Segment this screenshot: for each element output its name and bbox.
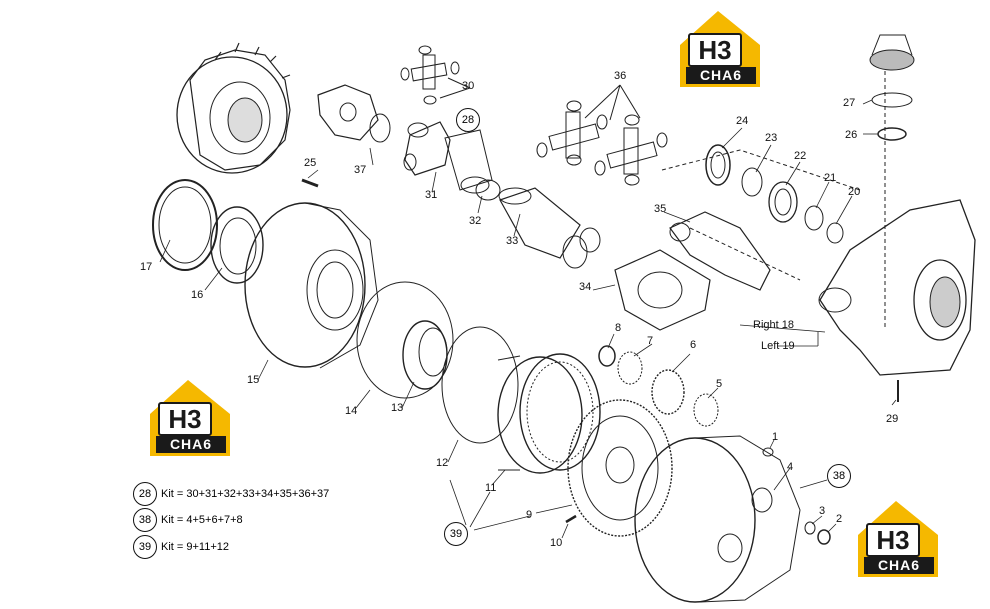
bolt-25 bbox=[301, 178, 319, 188]
yoke-37 bbox=[317, 84, 391, 143]
callout-31: 31 bbox=[425, 189, 438, 201]
yoke-31 bbox=[403, 121, 451, 176]
kit-callout-38: 38 bbox=[827, 464, 851, 488]
callout-10: 10 bbox=[550, 537, 563, 549]
logo-small-text: CHA6 bbox=[864, 557, 934, 574]
carrier-34 bbox=[614, 249, 711, 331]
yoke-35 bbox=[669, 211, 771, 291]
callout-11: 11 bbox=[485, 482, 497, 494]
callout-26: 26 bbox=[845, 129, 858, 141]
callout-22: 22 bbox=[794, 150, 807, 162]
callout-13: 13 bbox=[391, 402, 404, 414]
callout-4: 4 bbox=[787, 461, 794, 473]
ring-gear-11 bbox=[497, 353, 601, 474]
callout-left-19: Left 19 bbox=[761, 340, 795, 352]
small-bolts bbox=[762, 447, 831, 545]
logo-big-text: H3 bbox=[866, 523, 920, 557]
callout-7: 7 bbox=[647, 335, 654, 347]
callout-17: 17 bbox=[140, 261, 153, 273]
sun-gear-9 bbox=[567, 399, 673, 537]
legend-text: Kit = 4+5+6+7+8 bbox=[161, 514, 243, 526]
callout-20: 20 bbox=[848, 186, 861, 198]
callout-right-18: Right 18 bbox=[753, 319, 794, 331]
logo-small-text: CHA6 bbox=[686, 67, 756, 84]
bearing-13 bbox=[402, 320, 448, 390]
cross-30 bbox=[400, 45, 471, 105]
callout-15: 15 bbox=[247, 374, 260, 386]
kingpin-assembly bbox=[869, 34, 915, 402]
callout-3: 3 bbox=[819, 505, 826, 517]
callout-29: 29 bbox=[886, 413, 899, 425]
planet-carrier-4 bbox=[634, 435, 801, 603]
leader-lines bbox=[159, 99, 897, 539]
callout-23: 23 bbox=[765, 132, 778, 144]
callout-36: 36 bbox=[614, 70, 627, 82]
brand-logo-left: H3 CHA6 bbox=[150, 378, 230, 456]
bearing-16 bbox=[210, 206, 264, 284]
callout-14: 14 bbox=[345, 405, 358, 417]
planet-gears bbox=[598, 345, 719, 427]
callout-9: 9 bbox=[526, 509, 533, 521]
steering-knuckle bbox=[818, 199, 976, 376]
logo-big-text: H3 bbox=[158, 402, 212, 436]
callout-37: 37 bbox=[354, 164, 367, 176]
disc-14 bbox=[356, 281, 454, 399]
callout-24: 24 bbox=[736, 115, 749, 127]
crosses-36 bbox=[536, 84, 668, 186]
legend-text: Kit = 9+11+12 bbox=[161, 541, 229, 553]
legend-num: 28 bbox=[133, 482, 157, 506]
seals-20-24 bbox=[705, 144, 844, 244]
callout-8: 8 bbox=[615, 322, 622, 334]
callout-1: 1 bbox=[772, 431, 779, 443]
callout-35: 35 bbox=[654, 203, 667, 215]
seal-17 bbox=[152, 179, 218, 271]
logo-big-text: H3 bbox=[688, 33, 742, 67]
callout-30: 30 bbox=[462, 80, 475, 92]
bolt-10 bbox=[565, 514, 577, 524]
legend-row-39: 39 Kit = 9+11+12 bbox=[133, 535, 229, 559]
kit-callout-28: 28 bbox=[456, 108, 480, 132]
callout-27: 27 bbox=[843, 97, 856, 109]
callout-5: 5 bbox=[716, 378, 723, 390]
callout-12: 12 bbox=[436, 457, 449, 469]
snap-ring-12 bbox=[441, 326, 519, 444]
flange-hub-top bbox=[176, 42, 291, 174]
legend-num: 38 bbox=[133, 508, 157, 532]
callout-33: 33 bbox=[506, 235, 519, 247]
wheel-hub-15 bbox=[244, 202, 379, 369]
callout-25: 25 bbox=[304, 157, 317, 169]
callout-21: 21 bbox=[824, 172, 837, 184]
kit-callout-39: 39 bbox=[444, 522, 468, 546]
assembly-guide-lines bbox=[661, 50, 886, 330]
logo-small-text: CHA6 bbox=[156, 436, 226, 453]
legend-num: 39 bbox=[133, 535, 157, 559]
legend-row-28: 28 Kit = 30+31+32+33+34+35+36+37 bbox=[133, 482, 329, 506]
shaft-33 bbox=[498, 187, 601, 269]
callout-2: 2 bbox=[836, 513, 843, 525]
callout-32: 32 bbox=[469, 215, 482, 227]
callout-16: 16 bbox=[191, 289, 204, 301]
callout-6: 6 bbox=[690, 339, 697, 351]
legend-row-38: 38 Kit = 4+5+6+7+8 bbox=[133, 508, 243, 532]
brand-logo-top: H3 CHA6 bbox=[680, 9, 760, 87]
callout-34: 34 bbox=[579, 281, 592, 293]
legend-text: Kit = 30+31+32+33+34+35+36+37 bbox=[161, 488, 330, 500]
brand-logo-bottom: H3 CHA6 bbox=[858, 499, 938, 577]
